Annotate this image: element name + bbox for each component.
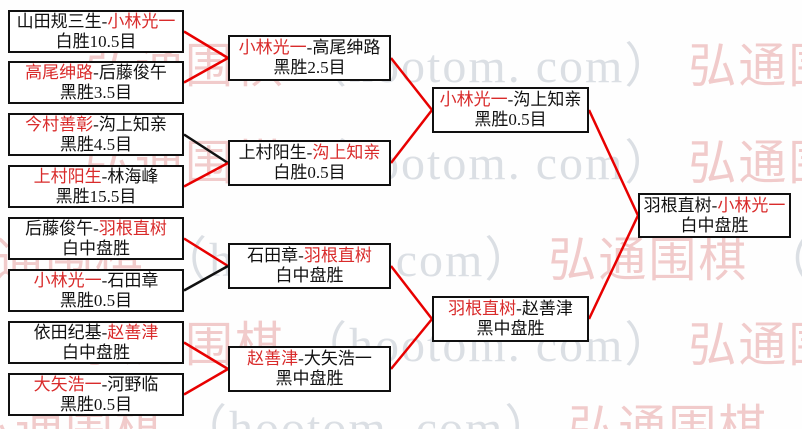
player-name: 上村阳生- <box>238 143 313 162</box>
match-result: 黑中盘胜 <box>476 319 545 338</box>
player-name: 石田章- <box>247 246 304 265</box>
match-result: 黑胜2.5目 <box>273 58 346 77</box>
match-result: 黑胜0.5目 <box>59 290 133 310</box>
match-box-r1-2: 高尾绅路-后藤俊午 黑胜3.5目 <box>8 61 184 104</box>
match-result: 黑胜0.5目 <box>59 394 133 414</box>
match-players: 羽根直树-小林光一 <box>640 196 789 216</box>
match-players: 羽根直树-赵善津 <box>434 299 587 319</box>
match-players: 石田章-羽根直树 <box>230 246 389 266</box>
match-box-final: 羽根直树-小林光一 白中盘胜 <box>638 193 791 238</box>
player-name-highlighted: 小林光一 <box>107 11 176 31</box>
match-players: 小林光一-高尾绅路 <box>230 38 389 58</box>
player-name-highlighted: 高尾绅路 <box>25 62 94 82</box>
match-box-r1-3: 今村善彰-沟上知亲 黑胜4.5目 <box>8 113 184 156</box>
player-name: -石田章 <box>101 270 159 290</box>
match-box-r2-4: 赵善津-大矢浩一 黑中盘胜 <box>228 346 391 392</box>
player-name: 依田纪基- <box>33 322 108 342</box>
player-name-highlighted: 沟上知亲 <box>312 143 381 162</box>
player-name: -沟上知亲 <box>507 90 582 109</box>
match-box-r1-4: 上村阳生-林海峰 黑胜15.5目 <box>8 165 184 208</box>
bracket-connector-black <box>183 133 229 165</box>
bracket-connector-red <box>183 341 229 371</box>
bracket-connector-red <box>183 161 229 188</box>
bracket-connector-red <box>390 265 433 320</box>
match-players: 大矢浩一-河野临 <box>10 375 182 395</box>
match-result: 黑胜4.5目 <box>59 134 133 154</box>
bracket-connector-red <box>183 56 229 84</box>
player-name-highlighted: 小林光一 <box>238 38 307 57</box>
bracket-connector-red <box>390 109 433 164</box>
player-name-highlighted: 上村阳生 <box>33 166 102 186</box>
player-name: 山田规三生- <box>16 11 108 31</box>
player-name-highlighted: 赵善津 <box>247 349 299 368</box>
bracket-connector-red <box>183 30 229 60</box>
match-players: 后藤俊午-羽根直树 <box>10 219 182 239</box>
match-players: 山田规三生-小林光一 <box>10 12 182 32</box>
match-box-r2-2: 上村阳生-沟上知亲 白胜0.5目 <box>228 140 391 186</box>
match-players: 上村阳生-林海峰 <box>10 167 182 187</box>
match-box-r1-7: 依田纪基-赵善津 白中盘胜 <box>8 321 184 364</box>
match-box-r1-5: 后藤俊午-羽根直树 白中盘胜 <box>8 217 184 260</box>
bracket-connector-red <box>587 214 640 320</box>
player-name: -赵善津 <box>516 299 573 318</box>
bracket-connector-red <box>390 57 433 111</box>
player-name: -河野临 <box>101 374 159 394</box>
match-result: 白中盘胜 <box>275 266 344 285</box>
match-result: 白中盘胜 <box>680 215 749 235</box>
player-name-highlighted: 羽根直树 <box>98 218 167 238</box>
match-result: 黑胜0.5目 <box>474 110 547 129</box>
match-box-r1-6: 小林光一-石田章 黑胜0.5目 <box>8 269 184 312</box>
match-result: 白中盘胜 <box>62 238 130 258</box>
player-name-highlighted: 羽根直树 <box>303 246 372 265</box>
match-box-r2-3: 石田章-羽根直树 白中盘胜 <box>228 243 391 289</box>
bracket-connector-black <box>183 264 229 292</box>
match-players: 依田纪基-赵善津 <box>10 323 182 343</box>
match-result: 白胜10.5目 <box>55 31 137 51</box>
bracket-connector-red <box>390 318 433 370</box>
player-name-highlighted: 小林光一 <box>33 270 102 290</box>
match-players: 赵善津-大矢浩一 <box>230 349 389 369</box>
match-box-sf-1: 小林光一-沟上知亲 黑胜0.5目 <box>432 87 589 133</box>
player-name: 后藤俊午- <box>25 218 99 238</box>
match-players: 高尾绅路-后藤俊午 <box>10 63 182 83</box>
player-name-highlighted: 羽根直树 <box>448 299 517 318</box>
match-players: 小林光一-沟上知亲 <box>434 90 587 110</box>
bracket-connector-red <box>587 109 640 217</box>
bracket-connector-red <box>183 237 229 268</box>
match-box-r1-8: 大矢浩一-河野临 黑胜0.5目 <box>8 373 184 416</box>
match-result: 黑中盘胜 <box>275 369 344 388</box>
match-box-r1-1: 山田规三生-小林光一 白胜10.5目 <box>8 10 184 53</box>
match-players: 上村阳生-沟上知亲 <box>230 143 389 163</box>
player-name-highlighted: 大矢浩一 <box>33 374 102 394</box>
bracket-connector-red <box>183 367 229 396</box>
match-result: 黑胜15.5目 <box>55 186 137 206</box>
player-name: -大矢浩一 <box>298 349 372 368</box>
match-players: 小林光一-石田章 <box>10 271 182 291</box>
player-name: -后藤俊午 <box>93 62 167 82</box>
match-box-sf-2: 羽根直树-赵善津 黑中盘胜 <box>432 296 589 342</box>
player-name-highlighted: 赵善津 <box>107 322 159 342</box>
player-name: -沟上知亲 <box>93 114 167 134</box>
match-result: 白胜0.5目 <box>273 163 346 182</box>
player-name: -林海峰 <box>101 166 159 186</box>
player-name-highlighted: 小林光一 <box>439 90 508 109</box>
player-name: -高尾绅路 <box>306 38 381 57</box>
player-name: 羽根直树- <box>643 195 718 215</box>
player-name-highlighted: 今村善彰 <box>25 114 94 134</box>
match-players: 今村善彰-沟上知亲 <box>10 115 182 135</box>
match-result: 黑胜3.5目 <box>59 82 133 102</box>
player-name-highlighted: 小林光一 <box>717 195 786 215</box>
match-box-r2-1: 小林光一-高尾绅路 黑胜2.5目 <box>228 35 391 81</box>
match-result: 白中盘胜 <box>62 342 130 362</box>
